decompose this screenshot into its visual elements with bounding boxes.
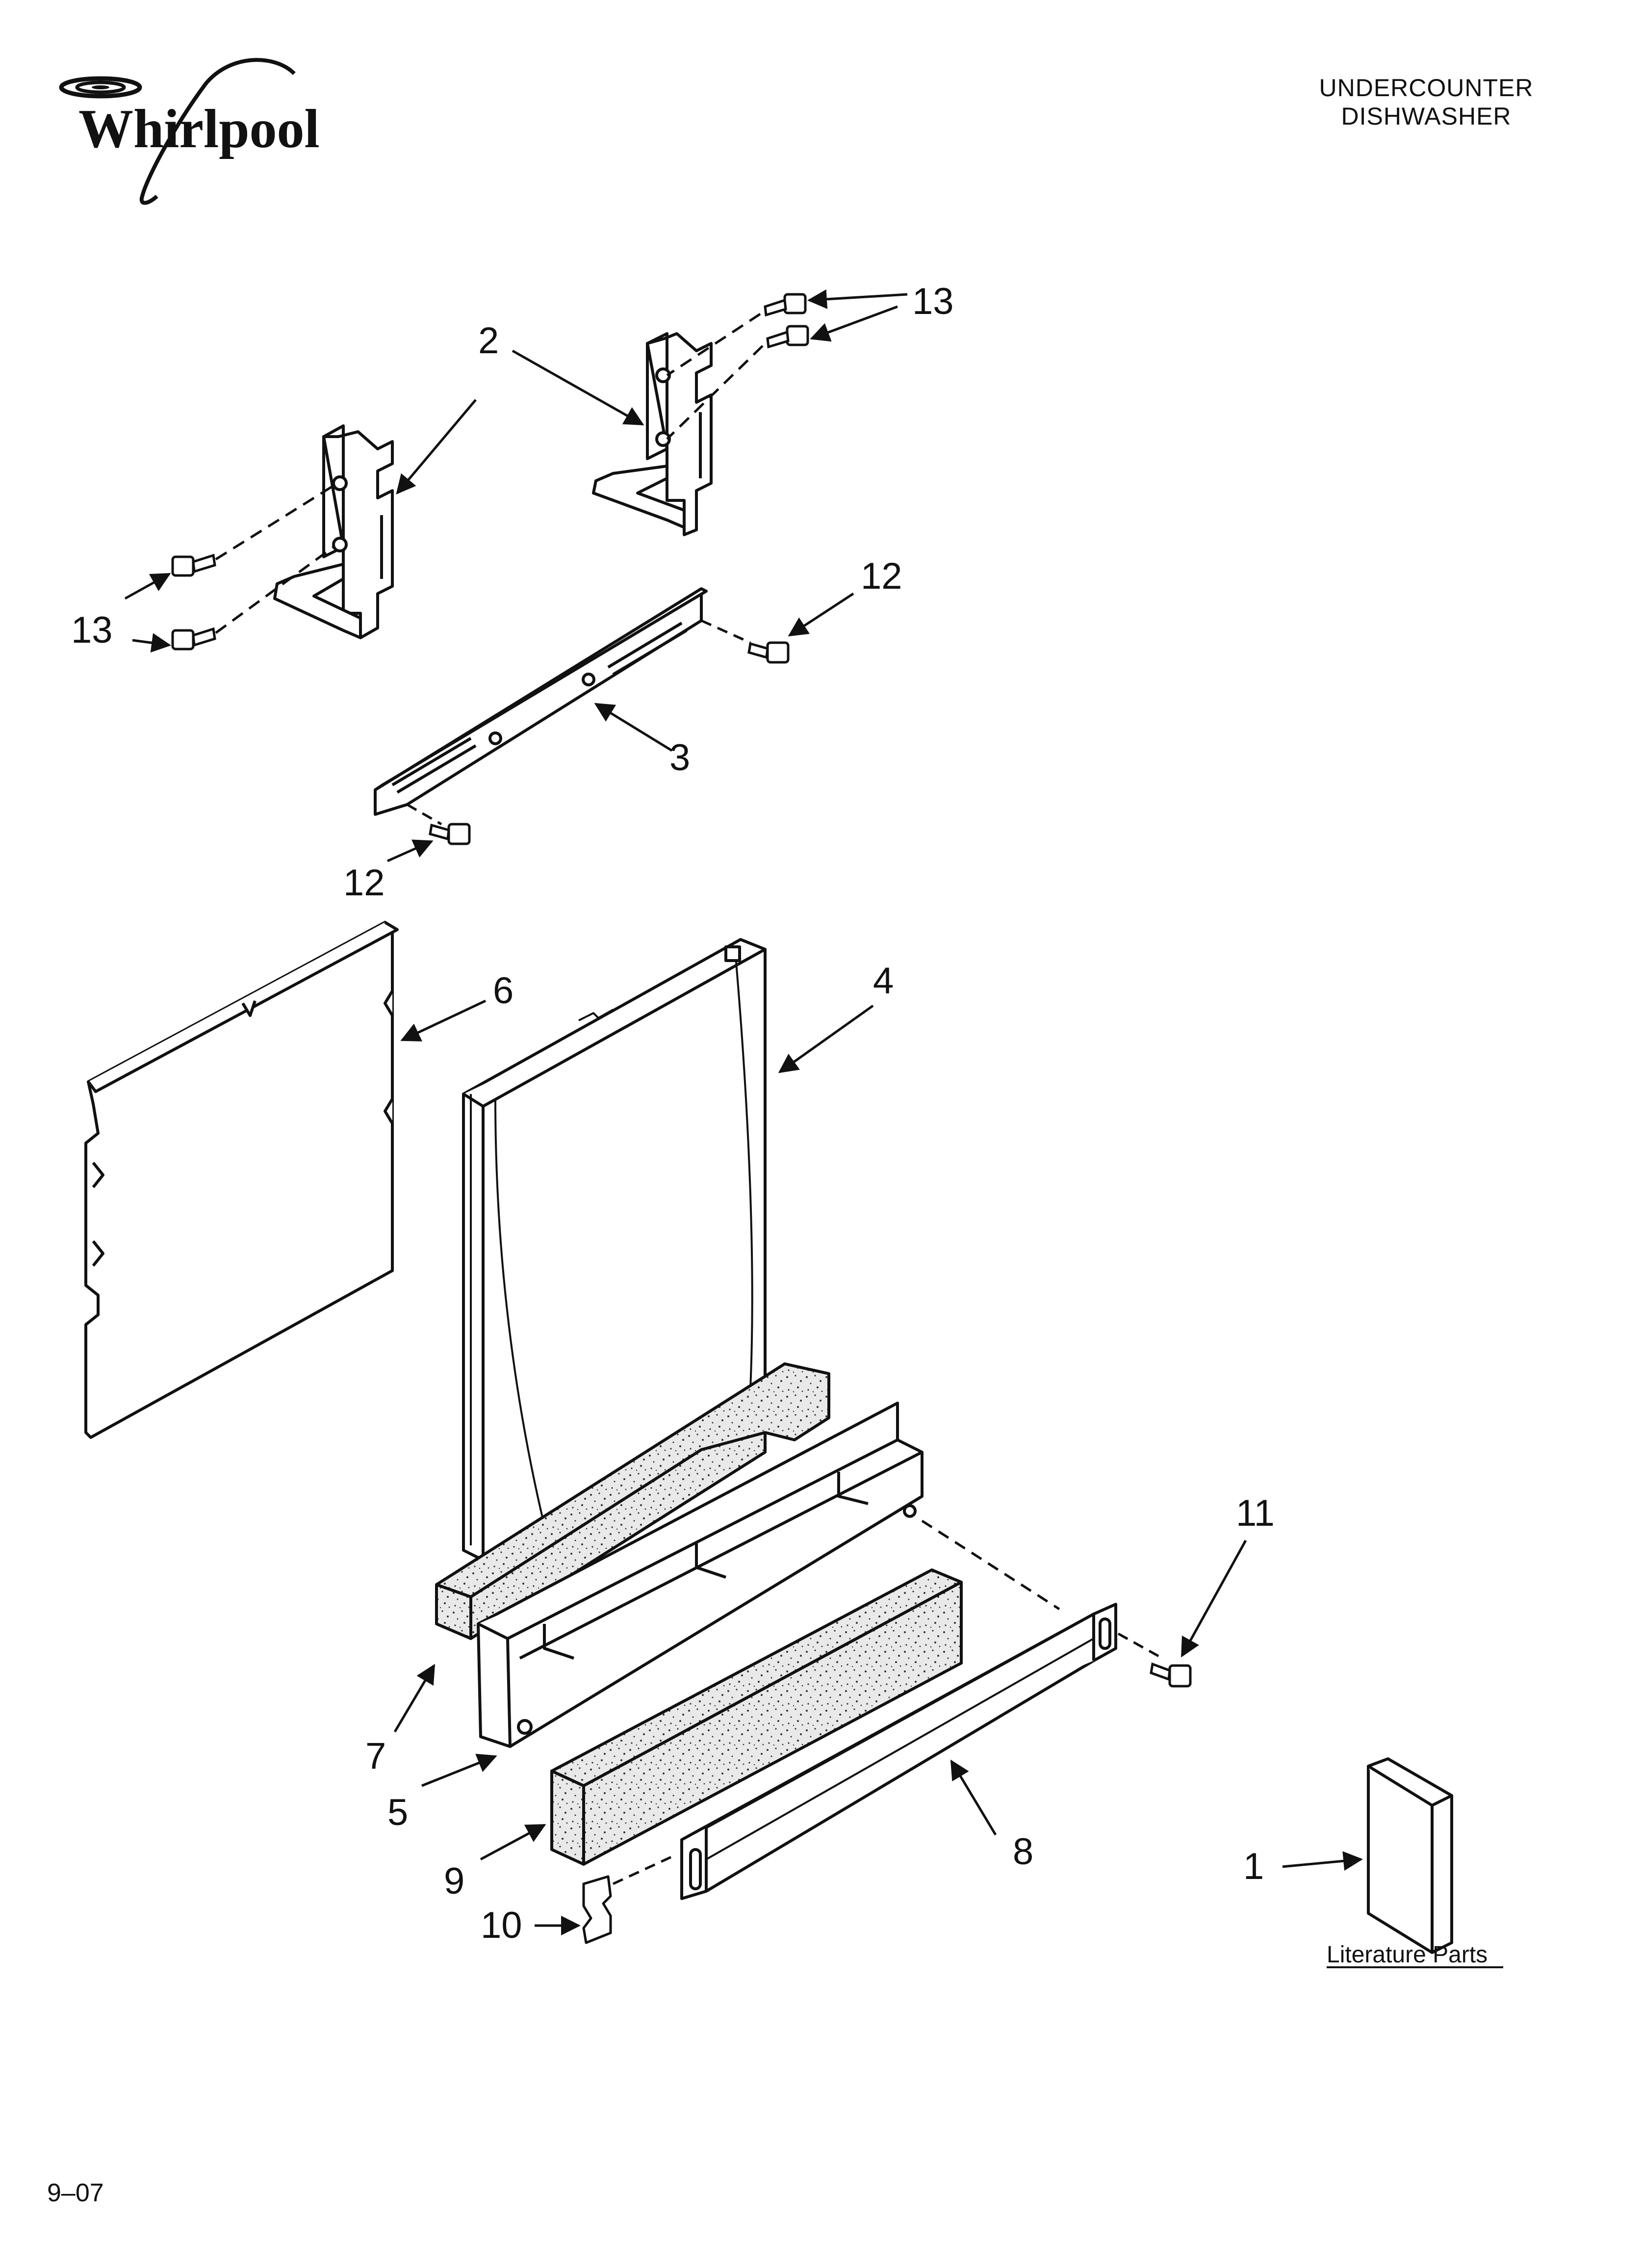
dashed-guide-clip [612, 1853, 678, 1885]
part-5-toe-panel-frame [477, 1402, 924, 1748]
callouts: 13 2 13 12 3 12 6 4 11 7 5 8 9 10 1 [71, 281, 1275, 1946]
dashed-guide-brace-right [700, 619, 751, 644]
part-7-foam-insulation [435, 1362, 830, 1640]
header-title: UNDERCOUNTER DISHWASHER [1279, 74, 1573, 130]
callout-2: 2 [478, 320, 499, 362]
dashed-guides-left [215, 484, 334, 634]
callout-5: 5 [387, 1792, 408, 1833]
callout-12-left: 12 [343, 862, 385, 904]
callout-3: 3 [669, 737, 690, 779]
brand-wordmark: Whirlpool [78, 99, 320, 159]
callout-6: 6 [493, 970, 513, 1012]
part-2-right-hinge-bracket [592, 332, 713, 536]
part-11-screw [1150, 1662, 1192, 1688]
part-10-clip [582, 1875, 612, 1944]
callout-4: 4 [873, 960, 894, 1002]
callout-8: 8 [1013, 1831, 1033, 1873]
callout-10: 10 [481, 1904, 522, 1946]
part-2-left-hinge-bracket [273, 424, 394, 639]
header-line-1: UNDERCOUNTER [1319, 74, 1534, 102]
callout-1: 1 [1243, 1846, 1264, 1887]
callout-11: 11 [1236, 1492, 1275, 1534]
callout-7: 7 [365, 1735, 386, 1777]
part-3-door-brace [374, 587, 708, 816]
part-6-door-panel [84, 921, 399, 1439]
dashed-guide-brace-left [406, 803, 442, 826]
part-13-screws-right [764, 293, 809, 349]
part-8-toe-panel [680, 1603, 1117, 1900]
dashed-guide-toe-panel [1117, 1632, 1163, 1660]
header-line-2: DISHWASHER [1341, 103, 1512, 130]
part-9-foam-block [550, 1568, 963, 1866]
leader-arrows [124, 289, 1363, 1935]
callout-12-right: 12 [861, 555, 902, 597]
callout-9: 9 [444, 1860, 464, 1902]
part-13-screws-left [171, 553, 216, 651]
part-12-screws [429, 641, 790, 845]
part-1-literature-book [1367, 1757, 1453, 1954]
dashed-guides-right [666, 313, 764, 440]
dashed-guide-frame [921, 1519, 1060, 1611]
callout-13-right: 13 [912, 281, 954, 322]
whirlpool-logo: Whirlpool [59, 58, 320, 205]
part-4-door-assembly [462, 938, 767, 1562]
revision-code: 9–07 [47, 2179, 104, 2207]
callout-13-left: 13 [71, 609, 113, 651]
literature-parts-label: Literature Parts [1327, 1942, 1488, 1968]
